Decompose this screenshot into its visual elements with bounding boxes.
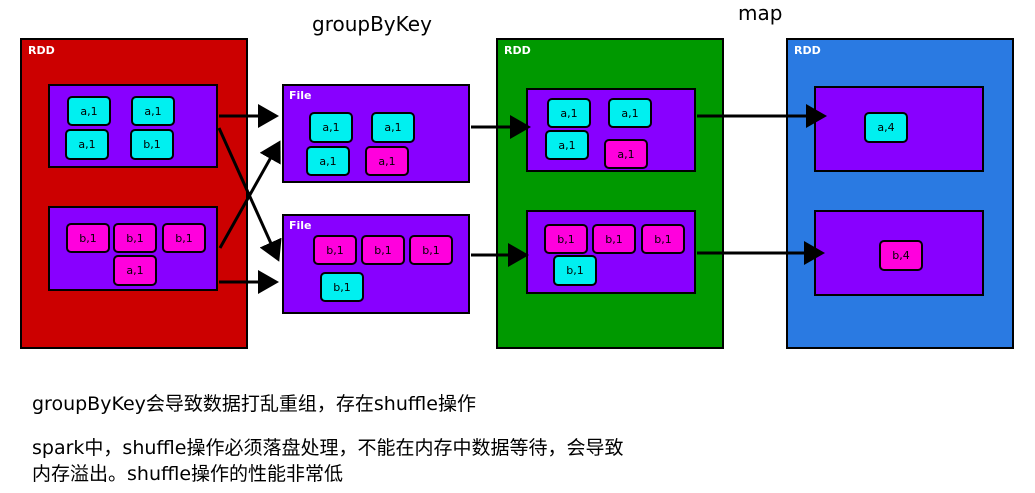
- chip: a,1: [371, 112, 415, 143]
- chip: b,4: [879, 240, 923, 271]
- chip: b,1: [162, 223, 206, 253]
- file-label: File: [289, 219, 312, 232]
- chip: b,1: [544, 224, 588, 254]
- rdd-mapped-label: RDD: [794, 44, 821, 57]
- chip: b,1: [113, 223, 157, 253]
- chip: a,1: [604, 139, 648, 169]
- shuffle-file-2: File b,1 b,1 b,1 b,1: [282, 214, 470, 314]
- chip: b,1: [320, 272, 364, 302]
- chip: a,1: [113, 255, 157, 286]
- chip: a,1: [547, 98, 591, 128]
- chip: b,1: [641, 224, 685, 254]
- caption-line-1: groupByKey会导致数据打乱重组，存在shuffle操作: [32, 393, 476, 415]
- caption-line-3: 内存溢出。shuffle操作的性能非常低: [32, 463, 344, 485]
- rdd-grouped-label: RDD: [504, 44, 531, 57]
- file-label: File: [289, 89, 312, 102]
- chip: b,1: [66, 223, 110, 253]
- rdd-mapped-partition-1: a,4: [814, 86, 984, 172]
- rdd-source-partition-1: a,1 a,1 a,1 b,1: [48, 84, 218, 168]
- chip: b,1: [592, 224, 636, 254]
- chip: a,1: [67, 96, 111, 126]
- chip: b,1: [313, 235, 357, 265]
- rdd-grouped-partition-2: b,1 b,1 b,1 b,1: [526, 210, 696, 294]
- rdd-grouped-partition-1: a,1 a,1 a,1 a,1: [526, 88, 696, 172]
- chip: a,1: [608, 98, 652, 128]
- chip: a,4: [864, 112, 908, 143]
- chip: a,1: [131, 96, 175, 126]
- arrow-p1-to-file2: [217, 127, 282, 262]
- chip: a,1: [306, 146, 350, 176]
- rdd-mapped-partition-2: b,4: [814, 210, 984, 296]
- chip: a,1: [65, 129, 109, 160]
- rdd-source-label: RDD: [28, 44, 55, 57]
- chip: b,1: [409, 235, 453, 265]
- chip: b,1: [130, 129, 174, 160]
- chip: b,1: [553, 255, 597, 286]
- chip: b,1: [361, 235, 405, 265]
- rdd-source-partition-2: b,1 b,1 b,1 a,1: [48, 206, 218, 291]
- arrow-p2-to-file1: [218, 140, 281, 249]
- chip: a,1: [365, 146, 409, 176]
- caption-line-2: spark中，shuffle操作必须落盘处理，不能在内存中数据等待，会导致: [32, 437, 624, 459]
- chip: a,1: [545, 130, 589, 160]
- map-title: map: [738, 1, 783, 25]
- shuffle-file-1: File a,1 a,1 a,1 a,1: [282, 84, 470, 183]
- chip: a,1: [309, 112, 353, 143]
- groupbykey-title: groupByKey: [312, 12, 432, 36]
